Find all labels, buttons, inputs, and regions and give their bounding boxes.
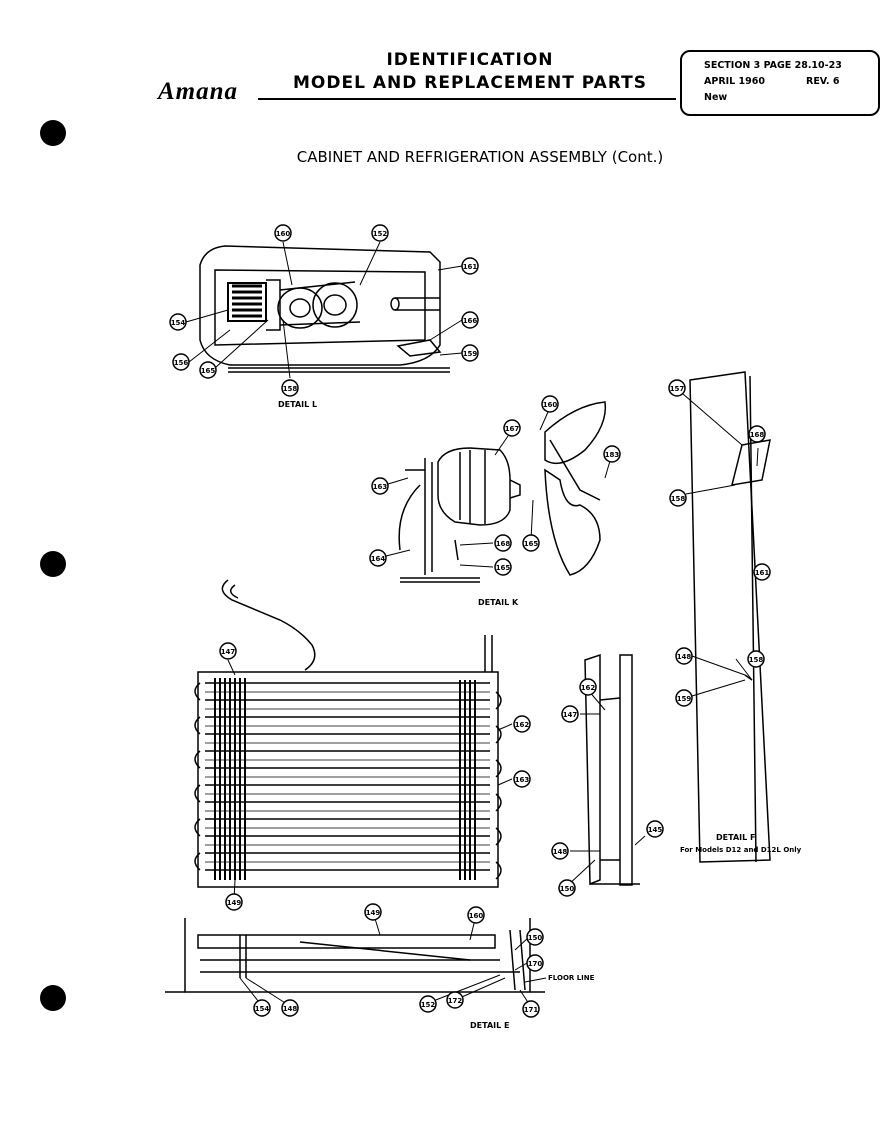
detail-e-label: DETAIL E: [470, 1021, 510, 1030]
binder-hole-top: [40, 120, 66, 146]
callout-e9: 171: [524, 1006, 539, 1014]
section-page: SECTION 3 PAGE 28.10-23: [704, 60, 842, 71]
binder-hole-middle: [40, 551, 66, 577]
section-info-box: SECTION 3 PAGE 28.10-23 APRIL 1960 REV. …: [680, 50, 880, 116]
leader-lines: [185, 241, 770, 1008]
callout-e4: 170: [528, 960, 543, 968]
callout-m3: 148: [553, 848, 568, 856]
header-title-identification: IDENTIFICATION: [386, 50, 554, 70]
page-subtitle: CABINET AND REFRIGERATION ASSEMBLY (Cont…: [296, 148, 664, 166]
callout-l8: 166: [463, 317, 478, 325]
revision-date: APRIL 1960: [704, 76, 765, 87]
callout-m5: 150: [560, 885, 575, 893]
floor-line-label: FLOOR LINE: [548, 974, 595, 982]
callout-l3: 161: [463, 263, 478, 271]
callout-k3: 160: [543, 401, 558, 409]
callout-f7: 159: [677, 695, 692, 703]
callout-f3: 158: [671, 495, 686, 503]
callout-f2: 168: [750, 431, 765, 439]
callout-l5: 156: [174, 359, 189, 367]
callout-k1: 163: [373, 483, 388, 491]
brand-logo: Amana: [158, 78, 239, 105]
revision-status: New: [704, 92, 728, 103]
detail-f-drawing: [689, 371, 771, 863]
callout-e1: 149: [366, 909, 381, 917]
callout-k6: 168: [496, 540, 511, 548]
callout-l9: 159: [463, 350, 478, 358]
callout-e5: 154: [255, 1005, 270, 1013]
mount-bracket-drawing: [584, 653, 640, 886]
callout-c1: 147: [221, 648, 236, 656]
callout-e6: 148: [283, 1005, 298, 1013]
callout-e8: 172: [448, 997, 463, 1005]
callout-e7: 152: [421, 1001, 436, 1009]
detail-k-drawing: [398, 401, 607, 583]
detail-f-label: DETAIL F: [716, 833, 756, 842]
callout-l7: 158: [283, 385, 298, 393]
callout-k7: 165: [496, 564, 511, 572]
callout-m1: 162: [581, 684, 596, 692]
detail-e-drawing: [165, 918, 545, 993]
detail-l-drawing: [199, 245, 450, 373]
callout-l6: 165: [201, 367, 216, 375]
callout-circles: [169, 224, 771, 1018]
callout-c3: 163: [515, 776, 530, 784]
callout-f5: 148: [677, 653, 692, 661]
callout-c4: 149: [227, 899, 242, 907]
callout-k4: 183: [605, 451, 620, 459]
detail-f-note: For Models D12 and D12L Only: [680, 846, 802, 854]
callout-e3: 150: [528, 934, 543, 942]
callout-l2: 152: [373, 230, 388, 238]
condenser-coil-drawing: [194, 579, 502, 888]
header-title-parts: MODEL AND REPLACEMENT PARTS: [293, 73, 647, 93]
callout-m4: 145: [648, 826, 663, 834]
callout-f4: 161: [755, 569, 770, 577]
callout-m2: 147: [563, 711, 578, 719]
callout-l4: 154: [171, 319, 186, 327]
callout-c2: 162: [515, 721, 530, 729]
detail-k-label: DETAIL K: [478, 598, 519, 607]
callout-k5: 164: [371, 555, 386, 563]
binder-hole-bottom: [40, 985, 66, 1011]
callout-f1: 157: [670, 385, 685, 393]
callout-l1: 160: [276, 230, 291, 238]
callout-e2: 160: [469, 912, 484, 920]
callout-f6: 158: [749, 656, 764, 664]
revision-number: REV. 6: [806, 76, 840, 87]
callout-k2: 167: [505, 425, 520, 433]
header-rule: [258, 98, 676, 100]
detail-l-label: DETAIL L: [278, 400, 318, 409]
callout-k8: 165: [524, 540, 539, 548]
